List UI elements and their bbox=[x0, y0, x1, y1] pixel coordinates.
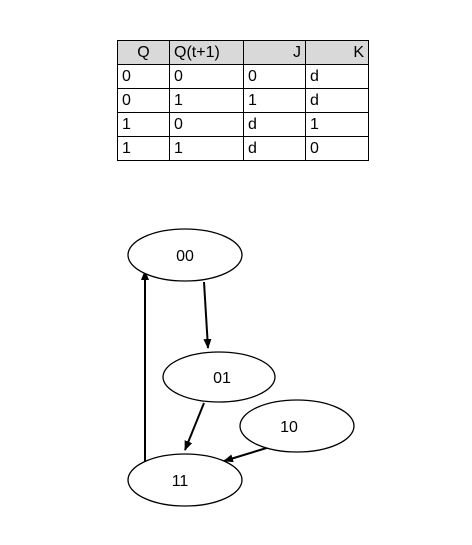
excitation-table: Q Q(t+1) J K 0 0 0 d 0 1 1 d 1 0 d 1 1 1… bbox=[117, 40, 369, 161]
state-node-01: 01 bbox=[162, 351, 276, 403]
header-q: Q bbox=[117, 40, 170, 65]
state-node-00: 00 bbox=[127, 228, 243, 282]
cell-q: 1 bbox=[117, 136, 170, 161]
cell-k: 0 bbox=[305, 136, 369, 161]
cell-j: d bbox=[243, 112, 306, 137]
state-node-11-label: 11 bbox=[172, 473, 189, 490]
cell-q-next: 1 bbox=[169, 136, 244, 161]
state-node-11: 11 bbox=[127, 453, 243, 507]
table-row: 1 1 d 0 bbox=[117, 136, 369, 161]
cell-j: 0 bbox=[243, 64, 306, 89]
state-node-11-outline bbox=[127, 453, 243, 507]
table-header-row: Q Q(t+1) J K bbox=[117, 40, 369, 65]
table-row: 1 0 d 1 bbox=[117, 112, 369, 137]
cell-q: 0 bbox=[117, 88, 170, 113]
state-node-01-label: 01 bbox=[213, 370, 231, 387]
state-node-00-outline bbox=[127, 228, 243, 282]
edge-01-to-11 bbox=[184, 402, 205, 451]
cell-j: d bbox=[243, 136, 306, 161]
cell-j: 1 bbox=[243, 88, 306, 113]
cell-q-next: 0 bbox=[169, 112, 244, 137]
cell-k: 1 bbox=[305, 112, 369, 137]
state-node-10: 10 bbox=[239, 399, 355, 453]
state-node-00-label: 00 bbox=[176, 248, 194, 265]
state-node-10-outline bbox=[239, 399, 355, 453]
header-k: K bbox=[305, 40, 369, 65]
table-row: 0 1 1 d bbox=[117, 88, 369, 113]
edge-00-to-01 bbox=[203, 281, 212, 349]
state-node-01-outline bbox=[162, 351, 276, 403]
state-node-10-label: 10 bbox=[280, 419, 298, 436]
cell-q: 0 bbox=[117, 64, 170, 89]
